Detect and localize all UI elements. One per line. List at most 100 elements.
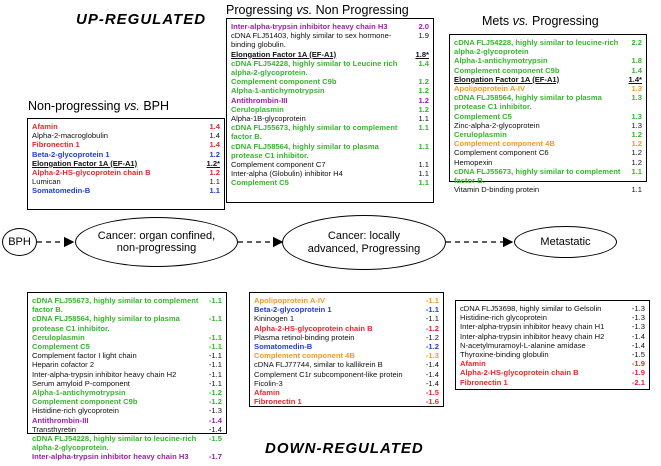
protein-row: Zinc-alpha-2-glycoprotein 1.3 (454, 121, 642, 130)
protein-name: Antithrombin-III (32, 415, 89, 425)
protein-row: cDNA FLJ58564, highly similar to plasma … (231, 142, 429, 160)
protein-row: Kininogen 1-1.1 (254, 314, 439, 323)
title-progressing-vs-nonprogressing: Progressing vs. Non Progressing (226, 3, 409, 17)
fold-change-value: 1.4 (418, 58, 429, 68)
box-up-progressing-vs-nonprogressing: Inter-alpha-trypsin inhibitor heavy chai… (226, 18, 434, 203)
fold-change-value: 1.2 (418, 95, 429, 105)
fold-change-value: -1.1 (208, 342, 222, 352)
box-up-mets-vs-progressing: cDNA FLJ54228, highly similar to leucine… (449, 34, 647, 194)
protein-row: cDNA FLJ58564, highly similar to plasma … (32, 314, 222, 332)
protein-name: Elongation Factor 1A (EF-A1) (454, 74, 560, 84)
protein-name: Zinc-alpha-2-glycoprotein (454, 120, 540, 130)
protein-row: cDNA FLJ55673, highly similar to complem… (32, 296, 222, 314)
protein-name: Alpha-1-antichymotrypsin (32, 388, 126, 398)
protein-row: Complement component C9b-1.2 (32, 397, 222, 406)
fold-change-value: -1.2 (425, 323, 439, 333)
protein-row: Alpha-2-HS-glycoprotein chain B-1.9 (460, 368, 645, 377)
protein-name: Complement component C9b (454, 65, 560, 75)
fold-change-value: -1.1 (425, 305, 439, 315)
protein-name: Beta-2-glycoprotein 1 (254, 305, 332, 315)
protein-name: Fibronectin 1 (254, 397, 302, 407)
protein-row: Apolipoprotein A-IV-1.1 (254, 296, 439, 305)
fold-change-value: 1.2 (418, 86, 429, 96)
fold-change-value: 1.1 (631, 166, 642, 176)
protein-name: Apolipoprotein A-IV (454, 84, 526, 94)
protein-name: Afamin (32, 122, 58, 131)
protein-row: Inter-alpha-trypsin inhibitor heavy chai… (460, 332, 645, 341)
fold-change-value: -1.4 (425, 378, 439, 388)
protein-row: Ceruloplasmin-1.1 (32, 333, 222, 342)
fold-change-value: -1.1 (208, 378, 222, 388)
fold-change-value: 1.2 (418, 77, 429, 87)
protein-row: Antithrombin-III-1.4 (32, 416, 222, 425)
protein-name: Alpha-2-macroglobulin (32, 131, 108, 141)
protein-row: Alpha-2-HS-glycoprotein chain B -1.2 (254, 324, 439, 333)
protein-row: N-acetylmuramoyl-L-alanine amidase-1.4 (460, 341, 645, 350)
protein-name: Alpha-2-HS-glycoprotein chain B (254, 323, 373, 333)
protein-row: Transthyretin-1.4 (32, 425, 222, 434)
protein-name: Histidine-rich glycoprotein (460, 313, 547, 323)
fold-change-value: 1.9 (418, 31, 429, 41)
protein-row: Inter-alpha-trypsin inhibitor heavy chai… (231, 22, 429, 31)
protein-name: Alpha-2-HS-glycoprotein chain B (32, 168, 151, 178)
protein-name: Elongation Factor 1A (EF-A1) (32, 158, 138, 168)
stage-metastatic: Metastatic (514, 226, 617, 258)
protein-name: Alpha-1-antichymotrypsin (454, 56, 548, 66)
protein-row: Complement C1r subcomponent-like protein… (254, 370, 439, 379)
protein-name: Antithrombin-III (231, 95, 288, 105)
fold-change-value: 1.1 (418, 178, 429, 188)
title-part: Progressing (528, 14, 599, 28)
fold-change-value: 1.1 (418, 141, 429, 151)
fold-change-value: -1.4 (208, 424, 222, 434)
fold-change-value: 1.4* (628, 74, 642, 84)
protein-name: Complement component C9b (32, 397, 138, 407)
protein-name: Ficolin-3 (254, 378, 283, 388)
fold-change-value: -1.1 (425, 314, 439, 324)
protein-name: Inter-alpha-trypsin inhibitor heavy chai… (231, 22, 388, 31)
protein-row: cDNA FLJ58564, highly similar to plasma … (454, 93, 642, 111)
protein-name: Complement C1r subcomponent-like protein (254, 369, 403, 379)
fold-change-value: -1.4 (425, 360, 439, 370)
protein-name: cDNA FLJ54228, highly similar to leucine… (32, 434, 197, 453)
stage-cancer-locally-advanced: Cancer: locally advanced, Progressing (282, 215, 446, 270)
protein-row: Inter-alpha-trypsin inhibitor heavy chai… (32, 370, 222, 379)
protein-row: Histidine-rich glycoprotein-1.3 (460, 313, 645, 322)
protein-row: Beta-2-glycoprotein 1 -1.1 (254, 305, 439, 314)
protein-row: Complement C5-1.1 (32, 342, 222, 351)
protein-name: Alpha-1B-glycoprotein (231, 114, 306, 124)
fold-change-value: -1.2 (425, 342, 439, 352)
fold-change-value: 1.2 (631, 130, 642, 140)
fold-change-value: -1.1 (425, 296, 439, 305)
fold-change-value: -1.4 (631, 331, 645, 341)
fold-change-value: -1.6 (425, 397, 439, 407)
protein-row: Plasma retinol-binding protein-1.2 (254, 333, 439, 342)
stage-label: BPH (8, 235, 31, 248)
fold-change-value: 1.2 (631, 148, 642, 158)
stage-label: Cancer: organ confined, non-progressing (97, 229, 216, 255)
protein-row: Antithrombin-III 1.2 (231, 96, 429, 105)
protein-row: cDNA FLJ51403, highly similar to sex hor… (231, 31, 429, 49)
protein-name: Fibronectin 1 (32, 140, 80, 150)
protein-name: cDNA FLJ55673, highly similar to complem… (32, 296, 199, 315)
title-part: Non Progressing (312, 3, 409, 17)
fold-change-value: 1.3 (631, 120, 642, 130)
protein-name: Complement component C7 (231, 160, 326, 170)
protein-name: Inter-alpha-trypsin inhibitor heavy chai… (460, 322, 605, 332)
protein-name: Beta-2-glycoprotein 1 (32, 149, 110, 159)
fold-change-value: -1.1 (208, 332, 222, 342)
protein-row: cDNA FLJ54228, highly similar to Leucine… (231, 59, 429, 77)
protein-name: Complement component C9b (231, 77, 337, 87)
